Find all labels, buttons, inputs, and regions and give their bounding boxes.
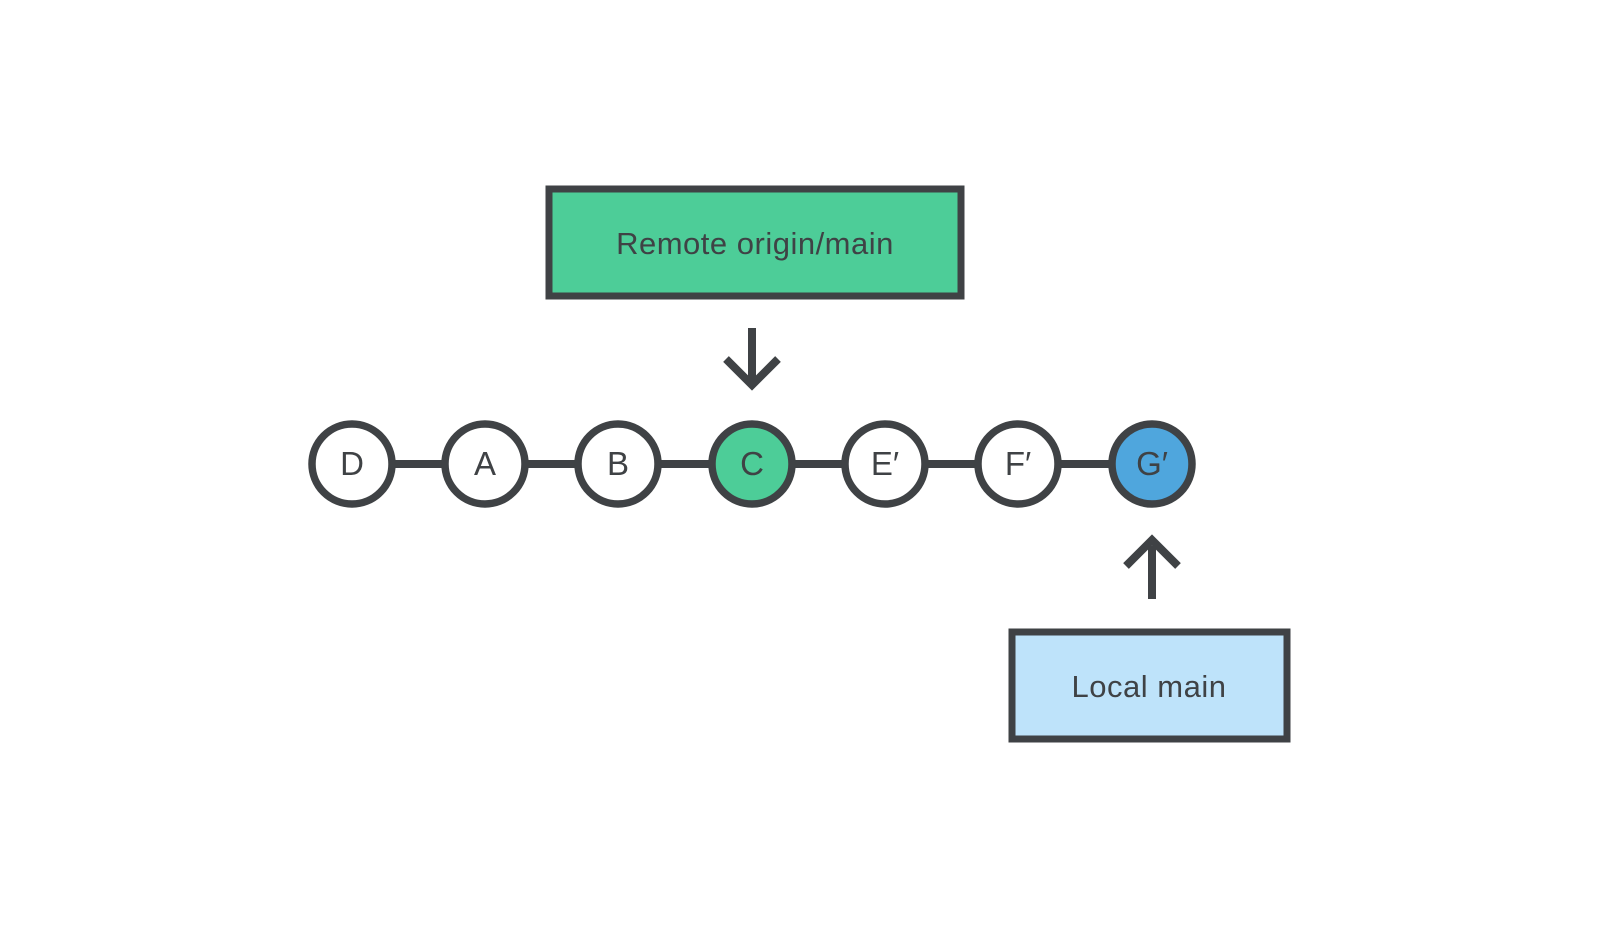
commit-label-B: B	[607, 445, 629, 482]
remote-branch-label: Remote origin/main	[616, 226, 894, 261]
commit-node-D: D	[308, 420, 396, 508]
commit-circle-C	[708, 420, 796, 508]
commit-circle-E-prime	[841, 420, 929, 508]
commit-node-B: B	[574, 420, 662, 508]
remote-branch-box	[545, 185, 965, 300]
commit-circle-G-prime	[1108, 420, 1196, 508]
arrow-up-icon	[1123, 534, 1181, 599]
diagram-root: Remote origin/main D A B	[308, 185, 1291, 743]
commit-circle-D	[308, 420, 396, 508]
local-branch-box	[1008, 628, 1291, 743]
commit-node-C: C	[708, 420, 796, 508]
commit-circle-F-prime	[974, 420, 1062, 508]
commit-node-F-prime: F′	[974, 420, 1062, 508]
local-branch-label: Local main	[1072, 669, 1227, 704]
commit-label-C: C	[740, 445, 764, 482]
commit-label-E-prime: E′	[871, 445, 899, 482]
arrow-down-icon	[723, 328, 781, 391]
commit-node-A: A	[441, 420, 529, 508]
commit-label-F-prime: F′	[1005, 445, 1031, 482]
commit-circle-A	[441, 420, 529, 508]
arrow-up-head	[1123, 534, 1181, 569]
commit-label-G-prime: G′	[1136, 445, 1168, 482]
commit-node-E-prime: E′	[841, 420, 929, 508]
commit-node-G-prime: G′	[1108, 420, 1196, 508]
commit-label-A: A	[474, 445, 496, 482]
arrow-down-head	[723, 356, 781, 391]
commit-circle-B	[574, 420, 662, 508]
commit-label-D: D	[340, 445, 364, 482]
